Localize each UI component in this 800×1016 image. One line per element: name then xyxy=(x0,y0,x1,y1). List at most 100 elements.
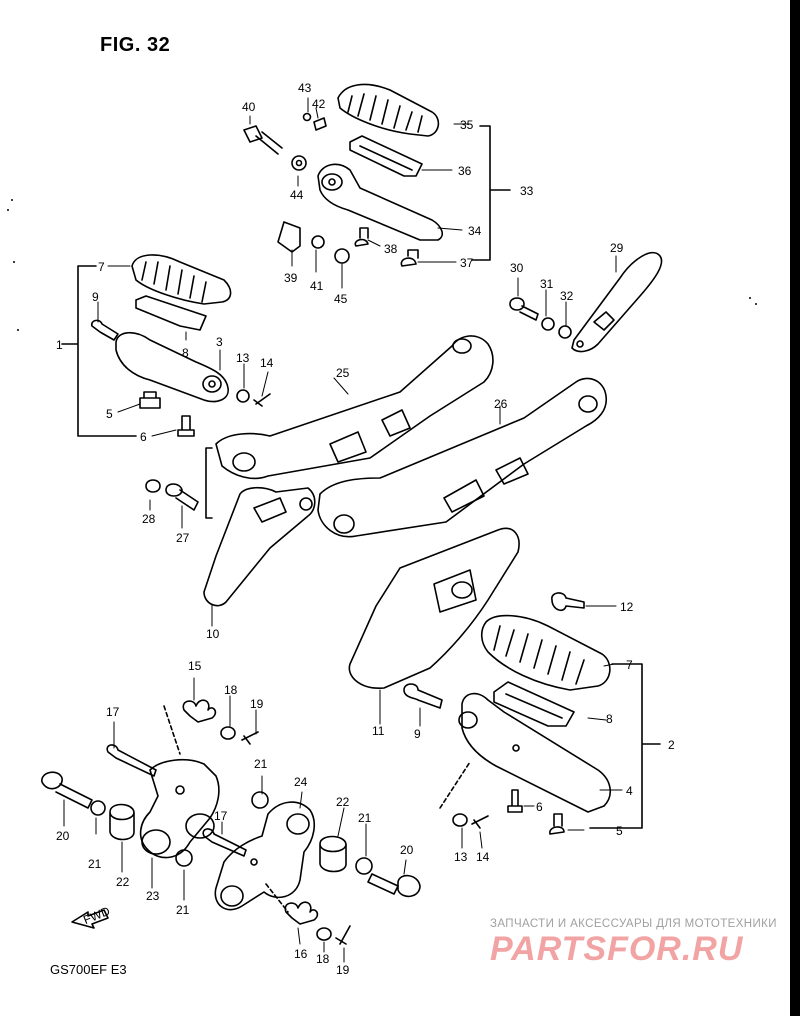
bolt-37 xyxy=(400,249,419,267)
bolt-30 xyxy=(509,297,539,321)
nut-28 xyxy=(145,479,161,493)
washer-21-right xyxy=(355,857,373,875)
bolt-5-lower xyxy=(549,813,565,835)
washer-21-bottom xyxy=(175,849,193,867)
bolt-5-upper xyxy=(139,391,161,409)
washer-44 xyxy=(291,155,307,171)
label-44: 44 xyxy=(290,188,304,202)
label-2: 2 xyxy=(668,738,675,752)
footrest-bracket-34 xyxy=(317,163,444,241)
label-39: 39 xyxy=(284,271,298,285)
bolt-38 xyxy=(354,227,369,247)
label-20-left: 20 xyxy=(56,829,70,843)
label-17-left: 17 xyxy=(106,705,120,719)
footrest-rubber-35 xyxy=(337,83,440,137)
spring-15 xyxy=(182,699,217,723)
washer-32 xyxy=(558,325,572,339)
label-29: 29 xyxy=(610,241,624,255)
label-32: 32 xyxy=(560,289,574,303)
label-5-lower: 5 xyxy=(616,824,623,838)
label-9-lower: 9 xyxy=(414,727,421,741)
label-38: 38 xyxy=(384,242,398,256)
bolt-27 xyxy=(165,483,199,511)
label-4: 4 xyxy=(626,784,633,798)
label-26: 26 xyxy=(494,397,508,411)
label-43: 43 xyxy=(298,81,312,95)
bracket-26 xyxy=(317,377,608,538)
label-40: 40 xyxy=(242,100,256,114)
label-8-upper: 8 xyxy=(182,346,189,360)
heel-plate-29 xyxy=(571,251,663,353)
label-45: 45 xyxy=(334,292,348,306)
label-14-lower: 14 xyxy=(476,850,490,864)
bolt-6-lower xyxy=(507,789,523,813)
nut-45 xyxy=(334,248,350,264)
bolt-20-right xyxy=(367,873,421,898)
label-19-upper: 19 xyxy=(250,697,264,711)
label-22-left: 22 xyxy=(116,875,130,889)
leader-2-bracket xyxy=(589,663,661,829)
leader-33-bracket xyxy=(471,125,511,261)
label-42: 42 xyxy=(312,97,326,111)
plate-8-lower xyxy=(493,681,575,727)
bracket-23 xyxy=(139,758,220,859)
washer-21-mid xyxy=(251,791,269,809)
leader-24-dashed xyxy=(265,883,289,913)
leader-13-dashed xyxy=(439,761,471,809)
label-33: 33 xyxy=(520,184,534,198)
callout-labels: 1 2 3 4 5 5 6 6 7 7 8 8 9 9 10 11 12 13 … xyxy=(56,81,675,977)
bolt-20-left xyxy=(41,771,93,809)
plate-36 xyxy=(349,135,423,177)
washer-18-upper xyxy=(220,726,236,740)
footrest-3 xyxy=(115,331,229,403)
footrest-rubber-7-upper xyxy=(131,254,232,305)
label-7-upper: 7 xyxy=(98,260,105,274)
bolt-17-left xyxy=(106,744,157,777)
label-34: 34 xyxy=(468,224,482,238)
bracket-10 xyxy=(203,486,316,607)
watermark-tagline: ЗАПЧАСТИ И АКСЕССУАРЫ ДЛЯ МОТОТЕХНИКИ xyxy=(490,918,777,930)
label-37: 37 xyxy=(460,256,474,270)
label-27: 27 xyxy=(176,531,190,545)
bracket-24 xyxy=(214,801,316,911)
pin-19-lower xyxy=(335,925,351,945)
label-3: 3 xyxy=(216,335,223,349)
footrest-rubber-7-lower xyxy=(480,614,611,691)
washer-31 xyxy=(541,317,555,331)
label-22-right: 22 xyxy=(336,795,350,809)
label-16: 16 xyxy=(294,947,308,961)
pin-19-upper xyxy=(241,731,259,745)
plate-8-upper xyxy=(135,295,207,331)
ball-43 xyxy=(302,112,312,122)
label-28: 28 xyxy=(142,512,156,526)
label-23: 23 xyxy=(146,889,160,903)
label-13-lower: 13 xyxy=(454,850,468,864)
label-30: 30 xyxy=(510,261,524,275)
label-7-lower: 7 xyxy=(626,658,633,672)
label-25: 25 xyxy=(336,366,350,380)
heel-guard-11 xyxy=(348,527,520,689)
label-21-mid: 21 xyxy=(254,757,268,771)
label-6-upper: 6 xyxy=(140,430,147,444)
leader-15-dashed xyxy=(163,705,181,755)
model-code: GS700EF E3 xyxy=(50,962,127,977)
label-13-upper: 13 xyxy=(236,351,250,365)
label-35: 35 xyxy=(460,118,474,132)
label-15: 15 xyxy=(188,659,202,673)
label-21-bottom: 21 xyxy=(176,903,190,917)
footrest-4 xyxy=(458,692,611,813)
label-14-upper: 14 xyxy=(260,356,274,370)
bushing-22-left xyxy=(109,803,135,841)
label-10: 10 xyxy=(206,627,220,641)
bracket-39 xyxy=(277,221,301,253)
label-6-lower: 6 xyxy=(536,800,543,814)
bushing-22-right xyxy=(319,835,347,873)
label-12: 12 xyxy=(620,600,634,614)
pin-14-lower xyxy=(471,815,489,829)
right-border xyxy=(790,0,800,1016)
fwd-arrow-icon xyxy=(71,909,109,929)
pin-9-upper xyxy=(90,319,119,341)
label-11: 11 xyxy=(372,724,385,738)
label-41: 41 xyxy=(310,279,324,293)
